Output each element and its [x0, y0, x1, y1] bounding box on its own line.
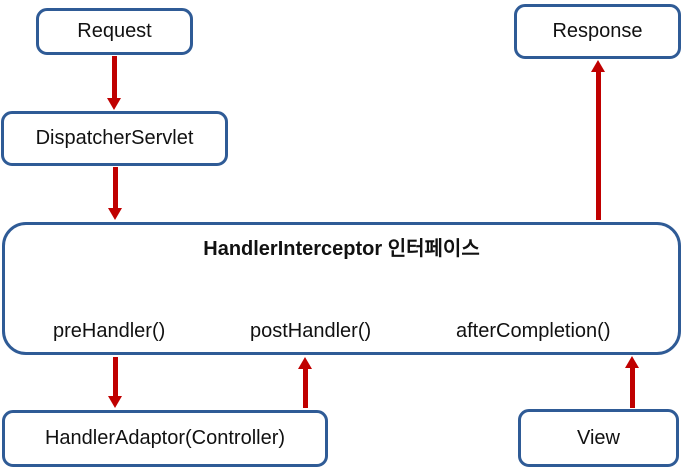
handler-adaptor-label: HandlerAdaptor(Controller)	[44, 427, 286, 449]
arrow-shaft	[112, 357, 118, 397]
arrow-head-down-icon	[108, 208, 122, 220]
dispatcher-servlet-node: DispatcherServlet	[1, 111, 228, 166]
response-label: Response	[552, 20, 643, 42]
arrow-shaft	[302, 368, 308, 408]
arrow-head-up-icon	[591, 60, 605, 72]
handler-interceptor-title: HandlerInterceptor 인터페이스	[203, 238, 480, 260]
response-node: Response	[514, 4, 681, 59]
view-node: View	[518, 409, 679, 467]
arrow-head-up-icon	[298, 357, 312, 369]
arrow-head-down-icon	[107, 98, 121, 110]
arrow-view-to-aftercompletion	[625, 356, 639, 408]
request-label: Request	[77, 20, 152, 42]
arrow-request-to-dispatcher-servlet	[107, 56, 121, 110]
arrow-shaft	[595, 71, 601, 220]
view-label: View	[577, 426, 620, 449]
pre-handler-method-label: preHandler()	[53, 320, 166, 342]
request-node: Request	[36, 8, 193, 55]
arrow-shaft	[112, 167, 118, 209]
arrow-dispatcher-servlet-to-interceptor	[108, 167, 122, 220]
dispatcher-servlet-label: DispatcherServlet	[35, 127, 194, 149]
handler-adaptor-node: HandlerAdaptor(Controller)	[2, 410, 328, 467]
arrow-interceptor-to-response	[591, 60, 605, 220]
post-handler-method-label: postHandler()	[250, 320, 372, 342]
arrow-shaft	[629, 367, 635, 408]
arrow-head-down-icon	[108, 396, 122, 408]
handler-interceptor-node: HandlerInterceptor 인터페이스 preHandler() po…	[2, 222, 681, 355]
arrow-shaft	[111, 56, 117, 99]
arrow-handler-adaptor-to-posthandler	[298, 357, 312, 408]
arrow-prehandler-to-handler-adaptor	[108, 357, 122, 408]
after-completion-method-label: afterCompletion()	[456, 320, 611, 342]
arrow-head-up-icon	[625, 356, 639, 368]
